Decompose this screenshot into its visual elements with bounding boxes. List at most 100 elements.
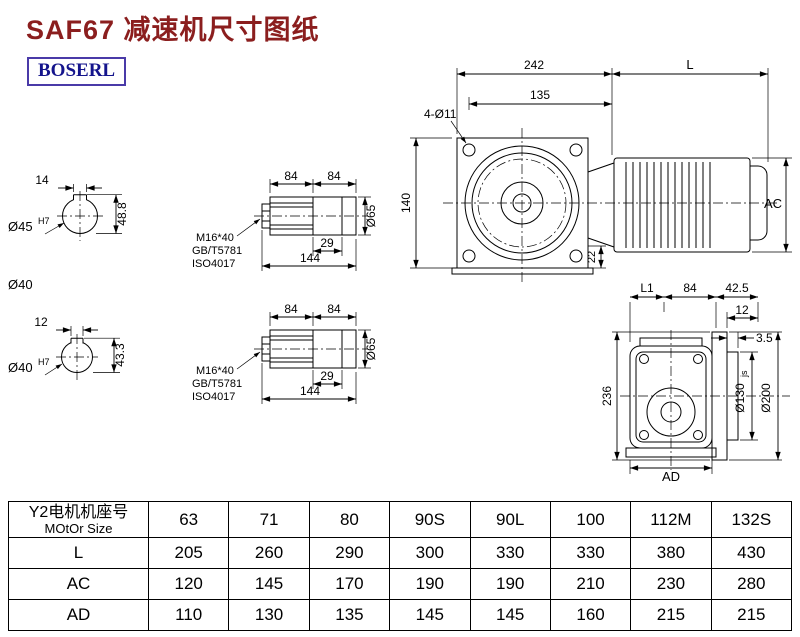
flange-spigot [726, 351, 739, 441]
boserl-logo: BOSERL [27, 57, 127, 86]
row-label-L: L [8, 537, 149, 569]
motor-body [613, 157, 751, 253]
dia-40-note: Ø40 [8, 277, 33, 292]
dim-84a-label: 84 [284, 169, 298, 183]
table-row-L: L 205 260 290 300 330 330 380 430 [8, 537, 793, 569]
table-cell: 112M [630, 501, 712, 538]
bolt-hole [569, 143, 583, 157]
dim-d130-tol-label: js [739, 370, 749, 378]
bore-section-bottom: 12 Ø40 H7 43.3 [8, 315, 127, 380]
row-label-AC: AC [8, 568, 149, 600]
table-row-motor-size: Y2电机机座号 MOtOr Size 63 71 80 90S 90L 100 … [8, 501, 793, 538]
table-cell: 230 [630, 568, 712, 600]
table-cell: 210 [549, 568, 632, 600]
table-cell: 130 [228, 599, 310, 631]
dim-d200-label: Ø200 [759, 383, 773, 413]
table-cell: 190 [389, 568, 471, 600]
bolt-iso-label: ISO4017 [192, 258, 235, 270]
dim-d130-label: Ø130 [733, 383, 747, 413]
dim-L-label: L [686, 57, 693, 72]
table-cell: 145 [389, 599, 471, 631]
table-row-AC: AC 120 145 170 190 190 210 230 280 [8, 568, 793, 600]
table-cell: 215 [630, 599, 712, 631]
shaft-stub [261, 203, 271, 229]
dim-12-label: 12 [735, 303, 749, 317]
row-label-AD: AD [8, 599, 149, 631]
shaft-stub [261, 336, 271, 362]
dim-42-5-label: 42.5 [725, 281, 749, 295]
dim-144-label: 144 [300, 251, 320, 265]
dim-AD-label: AD [662, 469, 680, 484]
motor-adapter [587, 162, 615, 248]
table-cell: 330 [469, 537, 551, 569]
side-foot [625, 447, 717, 458]
table-cell: 90L [469, 501, 551, 538]
table-row-AD: AD 110 130 135 145 145 160 215 215 [8, 599, 793, 631]
dim-29-label: 29 [320, 236, 334, 250]
table-cell: 135 [308, 599, 391, 631]
dim-84-label: 84 [683, 281, 697, 295]
table-cell: 160 [549, 599, 632, 631]
table-cell: 290 [308, 537, 391, 569]
table-cell: 100 [549, 501, 632, 538]
dim-d65-label: Ø65 [364, 204, 378, 227]
table-cell: 280 [710, 568, 793, 600]
table-cell: 110 [147, 599, 230, 631]
table-cell: 120 [147, 568, 230, 600]
table-cell: 132S [710, 501, 793, 538]
table-cell: 215 [710, 599, 793, 631]
table-cell: 170 [308, 568, 391, 600]
table-cell: 260 [228, 537, 310, 569]
shaft-detail-bottom: 84 84 29 144 Ø65 M16*40 GB/T5781 ISO4017 [192, 302, 378, 404]
dia-45-label: Ø45 [8, 219, 33, 234]
dim-242-label: 242 [524, 58, 544, 72]
dim-29-label: 29 [320, 369, 334, 383]
dim-L1-label: L1 [640, 281, 654, 295]
shaft-detail-top: 84 84 29 144 Ø65 M16*40 GB/T5781 ISO4017 [192, 169, 378, 271]
technical-drawing: 242 L 135 4-Ø11 140 22 AC [8, 57, 792, 484]
bolt-hole [462, 143, 476, 157]
table-cell: 190 [469, 568, 551, 600]
bolt-hole [462, 249, 476, 263]
dim-48-8-label: 48.8 [115, 202, 129, 226]
table-cell: 90S [389, 501, 471, 538]
dim-84a-label: 84 [284, 302, 298, 316]
table-cell: 380 [630, 537, 712, 569]
bolt-holes-note: 4-Ø11 [424, 107, 457, 121]
motor-dimension-table: Y2电机机座号 MOtOr Size 63 71 80 90S 90L 100 … [8, 501, 793, 631]
bolt-hole [569, 249, 583, 263]
dim-AC-label: AC [764, 196, 782, 211]
side-output-circle [646, 387, 696, 437]
table-cell: 71 [228, 501, 310, 538]
row-label-en: MOtOr Size [44, 520, 113, 536]
row-label-cn: Y2电机机座号 [28, 503, 129, 521]
table-cell: 145 [469, 599, 551, 631]
dim-140-label: 140 [399, 193, 413, 213]
table-cell: 205 [147, 537, 230, 569]
dim-84b-label: 84 [327, 169, 341, 183]
motor-fan-cover [750, 165, 768, 241]
dim-84b-label: 84 [327, 302, 341, 316]
dia-40-label: Ø40 [8, 360, 33, 375]
front-view: 242 L 135 4-Ø11 140 22 AC [399, 57, 792, 282]
dim-3-5-label: 3.5 [756, 331, 773, 345]
table-cell: 80 [308, 501, 391, 538]
dia-40-tol-label: H7 [38, 357, 50, 367]
table-cell: 430 [710, 537, 793, 569]
dim-144-label: 144 [300, 384, 320, 398]
table-cell: 145 [228, 568, 310, 600]
dim-135-label: 135 [530, 88, 550, 102]
dim-d65-label: Ø65 [364, 337, 378, 360]
gearbox-base [451, 267, 594, 275]
side-view: L1 84 42.5 12 3.5 236 Ø130 js Ø200 AD [600, 281, 790, 484]
row-label-motor-size: Y2电机机座号 MOtOr Size [8, 501, 149, 538]
bolt-iso-label: ISO4017 [192, 391, 235, 403]
bolt-standard-label: GB/T5781 [192, 245, 242, 257]
dim-12-keyway-label: 12 [34, 315, 48, 329]
dia-45-tol-label: H7 [38, 216, 50, 226]
bolt-spec-label: M16*40 [196, 365, 234, 377]
motor-fins [625, 162, 711, 248]
dim-14-label: 14 [35, 173, 49, 187]
bolt-standard-label: GB/T5781 [192, 378, 242, 390]
page-title: SAF67 减速机尺寸图纸 [26, 15, 320, 45]
